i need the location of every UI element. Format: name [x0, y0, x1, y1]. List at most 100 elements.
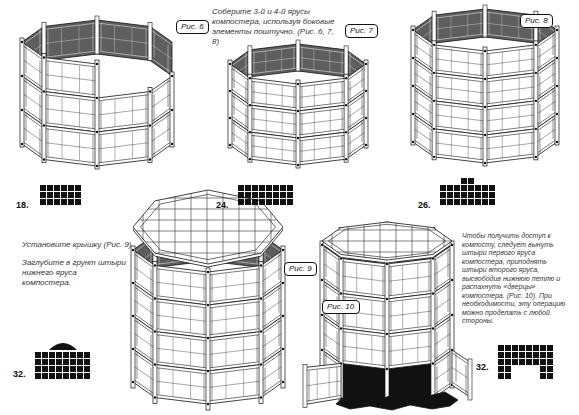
rib	[155, 335, 208, 341]
rib	[428, 296, 429, 325]
hinge-loop	[154, 363, 156, 365]
rib	[250, 47, 298, 53]
inner-panel	[150, 26, 172, 76]
hinge-loop	[207, 304, 209, 306]
rib	[150, 79, 172, 95]
rib	[279, 286, 280, 313]
grid-cell	[84, 352, 90, 358]
grid-cell	[505, 352, 511, 358]
rib	[261, 333, 283, 349]
grid-cell	[54, 199, 60, 205]
rib	[97, 109, 150, 115]
rib	[485, 104, 536, 110]
rib	[402, 266, 403, 294]
rib	[204, 275, 205, 302]
callout-text: Рис. 10	[327, 302, 355, 312]
rib	[553, 33, 554, 55]
rib	[190, 339, 191, 365]
rib	[172, 370, 173, 396]
grid-cell	[498, 373, 504, 379]
rib	[387, 331, 433, 337]
rib	[346, 53, 366, 67]
hinge-loop	[297, 164, 299, 166]
grid-cell	[61, 199, 67, 205]
rib	[234, 94, 235, 115]
rib	[362, 94, 363, 115]
hinge-loop	[154, 297, 156, 299]
figure-callout: Рис. 6	[176, 20, 209, 34]
grid-cell	[68, 185, 74, 191]
rib	[245, 108, 246, 129]
lid-rib	[133, 231, 283, 232]
post	[95, 16, 99, 54]
inner-panel	[97, 20, 150, 60]
hinge-loop	[297, 137, 299, 139]
hinge-loop	[433, 100, 435, 102]
rib	[155, 381, 208, 387]
hinge-loop	[297, 110, 299, 112]
grid-cell	[280, 192, 286, 198]
rib	[44, 109, 97, 115]
grid-cell	[54, 192, 60, 198]
rib	[536, 61, 557, 76]
rib	[489, 12, 490, 34]
grid-cell	[519, 345, 525, 351]
rib	[485, 48, 536, 54]
rib	[452, 368, 470, 380]
callout-text: Рис. 7	[350, 26, 373, 36]
side-panel	[387, 293, 433, 334]
side-panel	[452, 350, 470, 397]
hinge-loop	[282, 249, 284, 251]
grid-cell	[547, 373, 553, 379]
hinge-loop	[484, 106, 486, 108]
rib	[346, 78, 366, 92]
rib	[438, 104, 439, 126]
side-panel	[341, 258, 387, 299]
hinge-loop	[451, 279, 453, 281]
rib	[387, 360, 433, 366]
rib	[413, 44, 434, 59]
grid-cell	[70, 373, 76, 379]
rib	[350, 108, 351, 129]
hinge-loop	[432, 292, 434, 294]
post	[344, 46, 348, 77]
post	[431, 254, 435, 401]
side-panel	[97, 126, 150, 166]
grid-cell	[252, 185, 258, 191]
grid-cell	[238, 199, 244, 205]
hinge-loop	[43, 158, 45, 160]
rib	[281, 49, 282, 71]
grid-cell	[482, 192, 488, 198]
rib	[387, 311, 433, 317]
rib	[434, 59, 485, 65]
rib	[158, 269, 159, 296]
hinge-loop	[386, 333, 388, 335]
grid-cell	[505, 366, 511, 372]
rib	[47, 61, 48, 89]
side-panel	[44, 92, 97, 132]
rib	[150, 93, 172, 109]
rib	[371, 336, 372, 364]
composter-figure	[131, 190, 285, 410]
rib	[115, 99, 116, 126]
rib	[337, 331, 338, 360]
rib	[539, 132, 540, 154]
figure-callout: Рис. 10	[322, 300, 360, 314]
rib	[342, 53, 343, 74]
rib	[346, 105, 366, 119]
rib	[154, 29, 155, 57]
grid-cell	[482, 199, 488, 205]
grid-cell	[259, 199, 265, 205]
grid-cell	[547, 366, 553, 372]
rib	[298, 81, 346, 87]
hinge-loop	[229, 63, 231, 65]
hinge-loop	[386, 368, 388, 370]
rib	[168, 45, 169, 73]
rib	[434, 76, 485, 82]
post	[364, 60, 368, 148]
grid-cell	[454, 199, 460, 205]
rib	[438, 132, 439, 154]
hinge-loop	[43, 56, 45, 58]
rib	[481, 12, 482, 34]
grid-cell	[77, 352, 83, 358]
